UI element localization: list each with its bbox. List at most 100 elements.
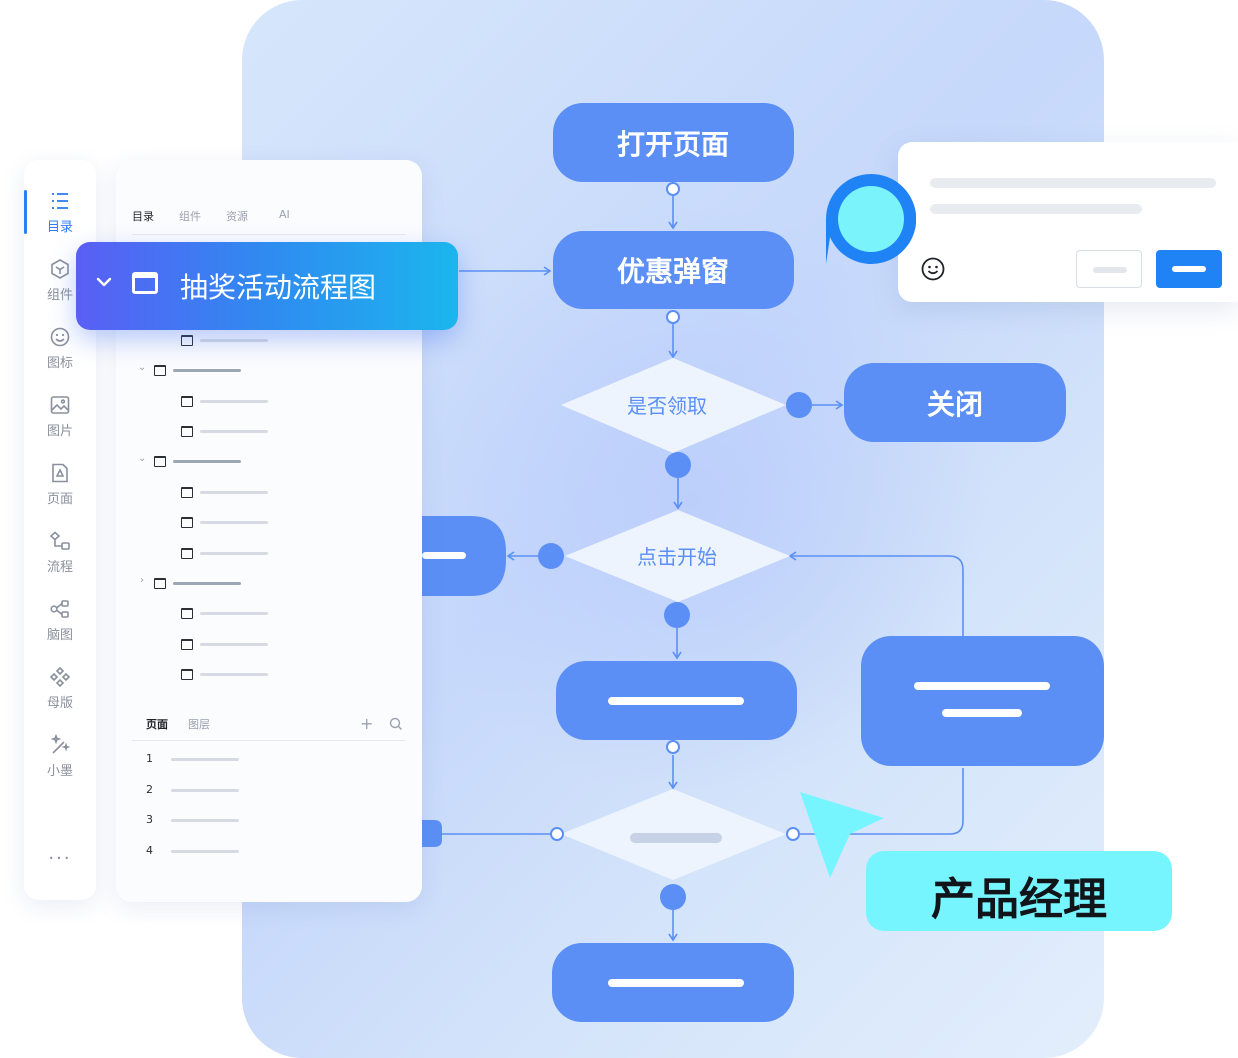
window-icon bbox=[154, 456, 166, 467]
tab-components[interactable]: 组件 bbox=[179, 210, 201, 223]
comment-text-line bbox=[930, 178, 1216, 188]
chevron-down-icon[interactable]: ⌄ bbox=[138, 362, 147, 373]
rail-label: 组件 bbox=[46, 288, 73, 303]
comment-text-line bbox=[930, 204, 1142, 214]
tree-item-label bbox=[200, 643, 268, 646]
node-right-large[interactable] bbox=[861, 636, 1104, 766]
handle-start-left[interactable] bbox=[538, 543, 564, 569]
tree-item-label bbox=[200, 521, 268, 524]
tree-item[interactable] bbox=[116, 393, 422, 407]
page-row[interactable]: 3 bbox=[116, 813, 422, 827]
rail-label: 小墨 bbox=[46, 764, 73, 779]
master-icon bbox=[49, 666, 71, 688]
submit-button[interactable] bbox=[1156, 250, 1222, 288]
node-open-page-label: 打开页面 bbox=[617, 128, 729, 161]
rail-label: 页面 bbox=[46, 492, 73, 507]
tree-item[interactable] bbox=[116, 605, 422, 619]
tree-group[interactable]: › bbox=[116, 575, 422, 589]
cancel-button[interactable] bbox=[1076, 250, 1142, 288]
tree-item-label bbox=[200, 673, 268, 676]
tree-item-label bbox=[200, 552, 268, 555]
flow-icon bbox=[49, 531, 70, 550]
handle-start-bottom[interactable] bbox=[664, 602, 690, 628]
window-icon bbox=[181, 426, 193, 437]
tab-ai[interactable]: AI bbox=[279, 208, 290, 221]
node-coupon-popup[interactable] bbox=[553, 231, 794, 309]
rail-item-mindmap[interactable]: 脑图 bbox=[24, 598, 96, 654]
tree-item[interactable] bbox=[116, 484, 422, 498]
rail-item-components[interactable]: 组件 bbox=[24, 258, 96, 314]
page-row[interactable]: 4 bbox=[116, 844, 422, 858]
rail-item-icons[interactable]: 图标 bbox=[24, 326, 96, 382]
page-number: 4 bbox=[146, 844, 153, 857]
emoji-icon[interactable] bbox=[920, 256, 946, 282]
selected-tree-item-label: 抽奖活动流程图 bbox=[180, 271, 377, 304]
window-icon bbox=[132, 272, 158, 294]
tree-item[interactable] bbox=[116, 423, 422, 437]
add-icon[interactable]: + bbox=[360, 714, 374, 733]
pages-header: 页面 图层 + bbox=[132, 712, 406, 741]
node-close-label: 关闭 bbox=[927, 388, 983, 421]
handle-claim-right[interactable] bbox=[786, 392, 812, 418]
search-icon[interactable] bbox=[389, 717, 403, 731]
handle-open-bottom[interactable] bbox=[666, 182, 680, 196]
tree-item[interactable] bbox=[116, 545, 422, 559]
tree-item[interactable] bbox=[116, 636, 422, 650]
tab-directory[interactable]: 目录 bbox=[132, 210, 154, 223]
window-icon bbox=[181, 548, 193, 559]
handle-popup-bottom[interactable] bbox=[666, 310, 680, 324]
selected-tree-item[interactable]: 抽奖活动流程图 bbox=[76, 242, 458, 330]
decision-start[interactable] bbox=[565, 510, 790, 602]
page-row[interactable]: 1 bbox=[116, 752, 422, 766]
rail-item-directory[interactable]: 目录 bbox=[24, 190, 96, 246]
tree-group[interactable]: ⌄ bbox=[116, 453, 422, 467]
tree-group-label bbox=[173, 582, 241, 585]
node-close[interactable] bbox=[844, 363, 1066, 442]
magic-wand-icon bbox=[50, 734, 71, 754]
rail-label: 母版 bbox=[46, 696, 73, 711]
tree-item[interactable] bbox=[116, 666, 422, 680]
handle-decision-right[interactable] bbox=[786, 827, 800, 841]
handle-claim-bottom[interactable] bbox=[665, 452, 691, 478]
tree-group[interactable]: ⌄ bbox=[116, 362, 422, 376]
chevron-right-icon[interactable]: › bbox=[140, 575, 144, 586]
rail-label: 图片 bbox=[46, 424, 73, 439]
handle-step-bottom[interactable] bbox=[666, 740, 680, 754]
role-tag: 产品经理 bbox=[866, 851, 1172, 931]
tab-pages[interactable]: 页面 bbox=[146, 718, 168, 731]
decision-claim[interactable] bbox=[561, 358, 786, 453]
node-left-placeholder bbox=[422, 552, 466, 559]
chevron-down-icon[interactable]: ⌄ bbox=[138, 453, 147, 464]
submit-button-label bbox=[1172, 266, 1206, 272]
node-coupon-popup-label: 优惠弹窗 bbox=[617, 255, 729, 288]
rail-label: 图标 bbox=[46, 356, 73, 371]
tree-item[interactable] bbox=[116, 332, 422, 346]
node-left-small[interactable] bbox=[422, 820, 442, 847]
tab-resources[interactable]: 资源 bbox=[226, 210, 248, 223]
page-number: 2 bbox=[146, 783, 153, 796]
page-row[interactable]: 2 bbox=[116, 783, 422, 797]
tree-item-label bbox=[200, 612, 268, 615]
window-icon bbox=[154, 578, 166, 589]
panel-tabs: 目录 组件 资源 AI bbox=[132, 208, 406, 235]
rail-item-flow[interactable]: 流程 bbox=[24, 530, 96, 586]
handle-decision-left[interactable] bbox=[550, 827, 564, 841]
tree-group-label bbox=[173, 369, 241, 372]
rail-item-pages[interactable]: 页面 bbox=[24, 462, 96, 518]
window-icon bbox=[181, 335, 193, 346]
rail-item-images[interactable]: 图片 bbox=[24, 394, 96, 450]
rail-item-ai-assistant[interactable]: 小墨 bbox=[24, 734, 96, 790]
rail-item-master[interactable]: 母版 bbox=[24, 666, 96, 722]
page-label bbox=[171, 758, 239, 761]
node-open-page[interactable] bbox=[553, 103, 794, 182]
chevron-down-icon[interactable] bbox=[94, 272, 114, 292]
smile-icon bbox=[50, 327, 70, 347]
rail-active-indicator bbox=[24, 190, 27, 234]
tree-item[interactable] bbox=[116, 514, 422, 528]
more-icon[interactable]: ··· bbox=[48, 848, 72, 869]
handle-decision-bottom[interactable] bbox=[660, 884, 686, 910]
tab-layers[interactable]: 图层 bbox=[188, 718, 210, 731]
connector-handles bbox=[538, 182, 812, 910]
connector-right-to-start bbox=[788, 551, 964, 636]
